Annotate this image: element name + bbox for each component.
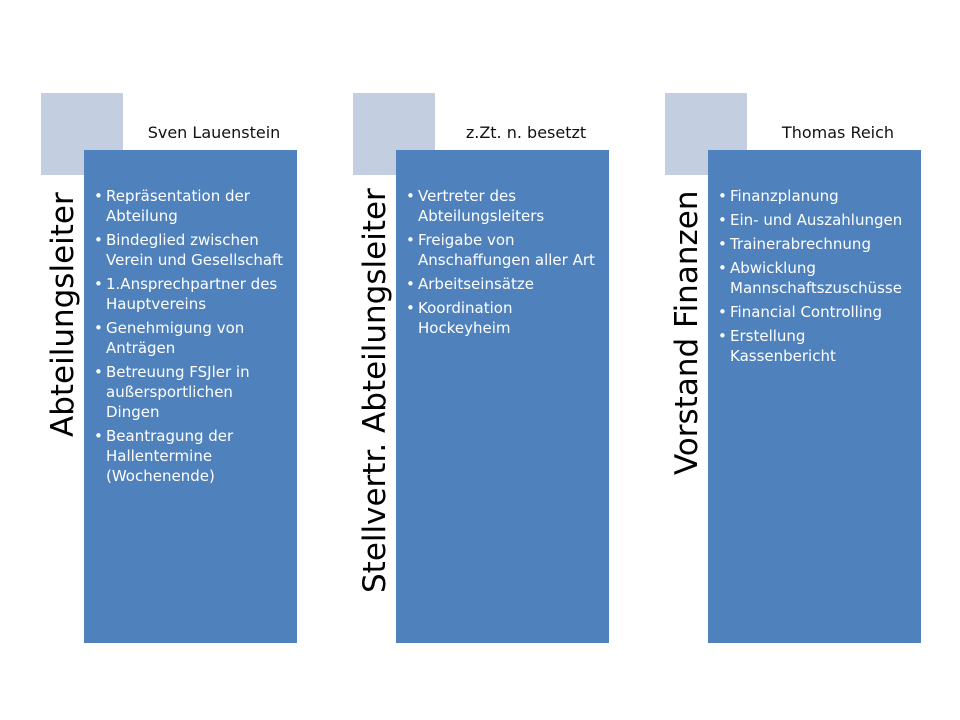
list-item: Trainerabrechnung: [718, 234, 911, 254]
column-stellvertreter: z.Zt. n. besetzt Vertreter des Abteilung…: [353, 93, 613, 643]
list-item: Financial Controlling: [718, 302, 911, 322]
list-item: Abwicklung Mannschaftszuschüsse: [718, 258, 911, 298]
list-item: Arbeitseinsätze: [406, 274, 599, 294]
role-title: Stellvertr. Abteilungsleiter: [357, 188, 393, 593]
list-item: Freigabe von Anschaffungen aller Art: [406, 230, 599, 270]
column-abteilungsleiter: Sven Lauenstein Repräsentation der Abtei…: [41, 93, 301, 643]
person-name: Thomas Reich: [781, 123, 895, 142]
list-item: Repräsentation der Abteilung: [94, 186, 287, 226]
responsibilities-list: Repräsentation der Abteilung Bindeglied …: [84, 150, 297, 486]
responsibilities-panel: Finanzplanung Ein- und Auszahlungen Trai…: [708, 150, 921, 643]
list-item: Erstellung Kassenbericht: [718, 326, 911, 366]
list-item: Koordination Hockeyheim: [406, 298, 599, 338]
role-title: Vorstand Finanzen: [669, 190, 705, 475]
list-item: Vertreter des Abteilungsleiters: [406, 186, 599, 226]
list-item: 1.Ansprechpartner des Hauptvereins: [94, 274, 287, 314]
person-name: Sven Lauenstein: [147, 123, 281, 142]
responsibilities-list: Vertreter des Abteilungsleiters Freigabe…: [396, 150, 609, 338]
list-item: Ein- und Auszahlungen: [718, 210, 911, 230]
person-name: z.Zt. n. besetzt: [465, 123, 587, 142]
list-item: Genehmigung von Anträgen: [94, 318, 287, 358]
list-item: Finanzplanung: [718, 186, 911, 206]
responsibilities-list: Finanzplanung Ein- und Auszahlungen Trai…: [708, 150, 921, 366]
list-item: Bindeglied zwischen Verein und Gesellsch…: [94, 230, 287, 270]
list-item: Beantragung der Hallentermine (Wochenend…: [94, 426, 287, 486]
responsibilities-panel: Repräsentation der Abteilung Bindeglied …: [84, 150, 297, 643]
column-vorstand-finanzen: Thomas Reich Finanzplanung Ein- und Ausz…: [665, 93, 925, 643]
list-item: Betreuung FSJler in außersportlichen Din…: [94, 362, 287, 422]
role-title: Abteilungsleiter: [45, 192, 81, 437]
responsibilities-panel: Vertreter des Abteilungsleiters Freigabe…: [396, 150, 609, 643]
